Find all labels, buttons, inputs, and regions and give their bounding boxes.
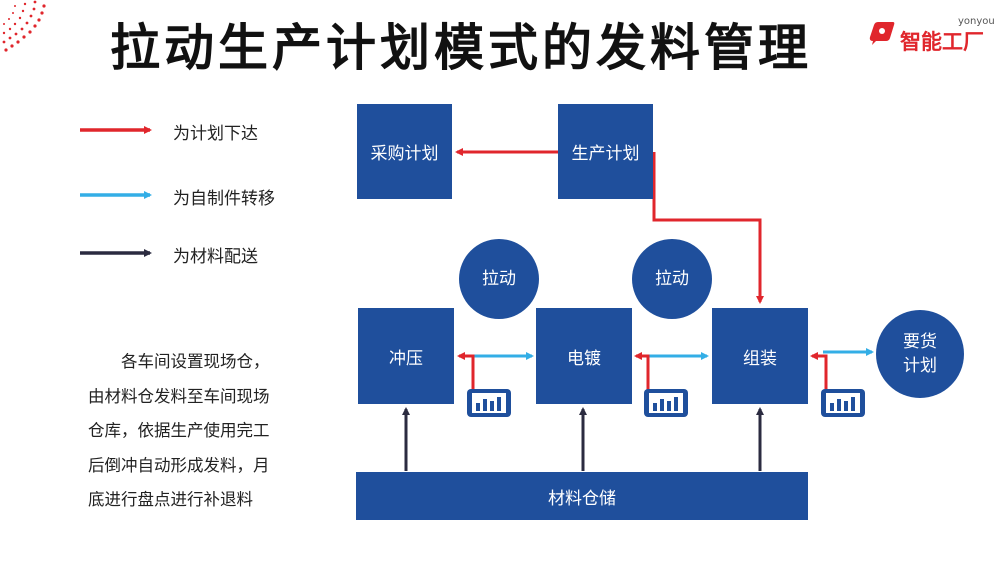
note-text: 各车间设置现场仓， 由材料仓发料至车间现场 仓库，依据生产使用完工 后倒冲自动形… (88, 345, 298, 518)
node-purchase-plan-label: 采购计划 (370, 144, 439, 164)
node-pull-2-label: 拉动 (655, 269, 689, 289)
kanban-tablet-icon (467, 389, 511, 417)
node-purchase-plan: 采购计划 (357, 104, 452, 199)
legend-label-plan: 为计划下达 (173, 124, 258, 144)
legend-label-transfer: 为自制件转移 (173, 189, 275, 209)
pull-signal-assembly (810, 352, 828, 392)
node-production-plan-label: 生产计划 (571, 144, 640, 164)
node-assembly: 组装 (712, 308, 808, 404)
node-pull-1: 拉动 (459, 239, 539, 319)
kanban-tablet-icon (644, 389, 688, 417)
node-pull-1-label: 拉动 (482, 269, 516, 289)
node-material-storage: 材料仓储 (356, 472, 808, 520)
node-plating-label: 电镀 (567, 348, 601, 369)
pull-signal-stamping (457, 352, 475, 392)
note-line: 由材料仓发料至车间现场 (88, 386, 270, 406)
pull-signal-plating (634, 352, 650, 392)
note-line: 后倒冲自动形成发料，月 (88, 455, 270, 475)
node-plating: 电镀 (536, 308, 632, 404)
node-material-storage-label: 材料仓储 (548, 488, 616, 509)
node-stamping-label: 冲压 (389, 348, 423, 369)
node-production-plan: 生产计划 (558, 104, 653, 199)
brand-name: 智能工厂 (900, 30, 984, 54)
node-assembly-label: 组装 (743, 348, 777, 369)
note-line: 各车间设置现场仓， (121, 352, 270, 371)
kanban-tablet-icon (821, 389, 865, 417)
node-pull-2: 拉动 (632, 239, 712, 319)
node-demand-plan-label: 要货计划 (903, 332, 937, 376)
node-stamping: 冲压 (358, 308, 454, 404)
brand-sub: yonyou (958, 16, 995, 27)
legend-label-material: 为材料配送 (173, 247, 258, 267)
brand-logo-icon (869, 22, 895, 45)
note-line: 仓库，依据生产使用完工 (88, 421, 270, 440)
node-demand-plan: 要货计划 (876, 310, 964, 398)
decorative-dots-icon (2, 0, 46, 52)
arrow-production-to-assembly (652, 152, 764, 304)
page-title: 拉动生产计划模式的发料管理 (110, 19, 812, 77)
note-line: 底进行盘点进行补退料 (88, 490, 253, 509)
